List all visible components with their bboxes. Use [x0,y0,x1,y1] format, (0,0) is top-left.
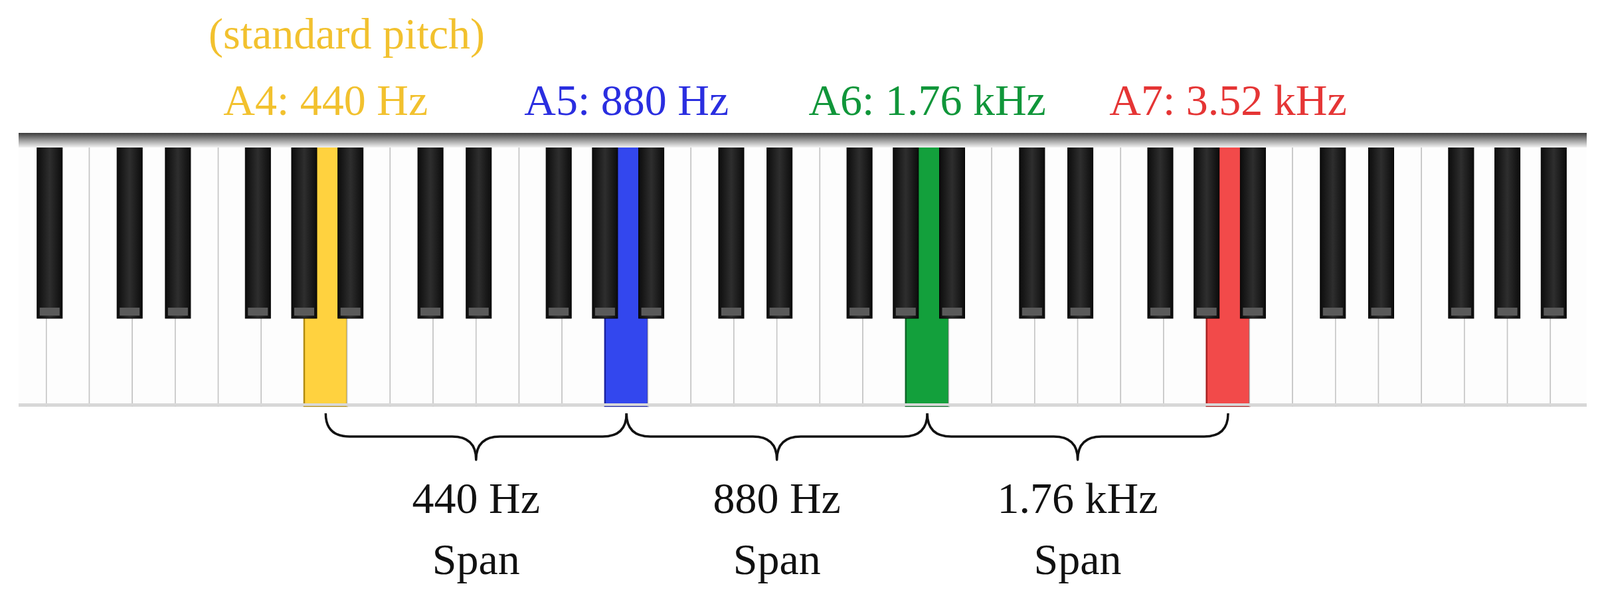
black-key-body [1019,142,1045,319]
note-label: A6: 1.76 kHz [808,75,1046,126]
pitch-note: (standard pitch) [208,8,485,60]
black-key [1448,142,1474,319]
black-key-body [592,142,618,319]
black-key-bevel [340,307,361,316]
span-brace [325,413,627,460]
black-key-body [466,142,492,319]
black-key-body [1194,142,1220,319]
black-key [1240,142,1266,319]
black-key-bevel [769,307,790,316]
black-key-bevel [548,307,569,316]
black-key [718,142,744,319]
black-key-bevel [895,307,916,316]
black-key [939,142,966,319]
black-key-body [165,142,191,319]
black-key [245,142,271,319]
black-key-bevel [294,307,315,316]
black-key [1019,142,1045,319]
black-key-bevel [119,307,140,316]
black-key-bevel [1022,307,1043,316]
black-key [37,142,63,319]
black-key [592,142,618,319]
black-key-bevel [1451,307,1472,316]
note-label: A7: 3.52 kHz [1109,75,1347,126]
note-label: A5: 880 Hz [524,75,729,126]
black-key [165,142,191,319]
black-key [466,142,492,319]
black-key [846,142,873,319]
black-key-body [1240,142,1266,319]
black-key [767,142,793,319]
black-key-body [767,142,793,319]
black-key-body [545,142,572,319]
key-shadow [18,403,1587,406]
black-key [1495,142,1521,319]
keyboard [18,132,1587,406]
black-key-bevel [420,307,441,316]
black-key-body [1448,142,1474,319]
note-label: A4: 440 Hz [223,75,428,126]
black-key-body [1320,142,1346,319]
span-label: 880 Hz Span [674,467,881,590]
black-key-body [338,142,364,319]
black-key-bevel [849,307,870,316]
black-key-bevel [1242,307,1263,316]
black-key-bevel [1371,307,1392,316]
black-key-bevel [247,307,268,316]
black-key [338,142,364,319]
black-key-bevel [942,307,963,316]
black-key-body [1495,142,1521,319]
keyboard-rail [18,132,1587,148]
span-label: 1.76 kHz Span [975,467,1181,590]
black-key-bevel [1150,307,1171,316]
black-key-bevel [168,307,188,316]
black-key-bevel [641,307,662,316]
black-key [1320,142,1346,319]
black-key-body [245,142,271,319]
black-key [417,142,444,319]
span-brace [626,413,928,460]
black-key [638,142,665,319]
black-key-bevel [1497,307,1518,316]
black-key-body [1147,142,1173,319]
black-key-body [893,142,919,319]
black-key-bevel [1070,307,1091,316]
black-key-body [116,142,143,319]
black-key-body [1067,142,1094,319]
black-key-body [417,142,444,319]
black-key-body [1368,142,1395,319]
black-key-body [638,142,665,319]
black-key-body [1540,142,1567,319]
black-key-body [291,142,317,319]
black-key-body [939,142,966,319]
black-key [1067,142,1094,319]
black-key [291,142,317,319]
span-brace [927,413,1229,460]
black-key-body [718,142,744,319]
black-key-bevel [721,307,742,316]
black-key [1194,142,1220,319]
span-label: 440 Hz Span [373,467,580,590]
black-key-body [846,142,873,319]
black-key-body [37,142,63,319]
black-key [545,142,572,319]
black-key-bevel [595,307,616,316]
black-key-bevel [1323,307,1343,316]
black-key [893,142,919,319]
black-key [1368,142,1395,319]
black-key-bevel [39,307,60,316]
black-key-bevel [1543,307,1564,316]
black-key-bevel [468,307,489,316]
black-key-bevel [1196,307,1217,316]
black-key [1540,142,1567,319]
black-key [116,142,143,319]
black-key [1147,142,1173,319]
